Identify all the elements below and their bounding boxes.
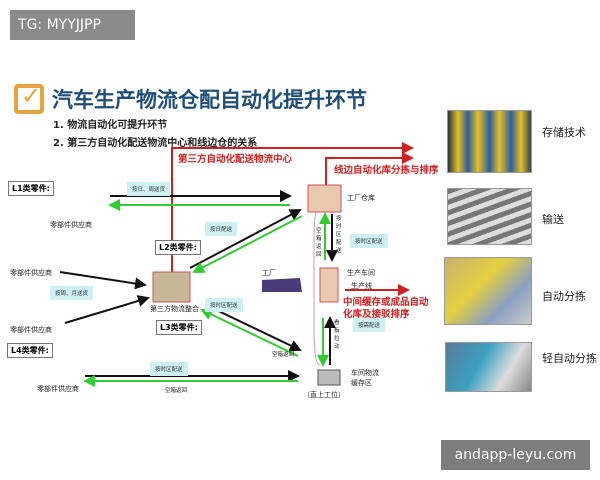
part-class-l2: L2类零件: [155,240,201,255]
tag-label: 按时区配送 [350,234,388,248]
node-workshop: 生产车间 [347,269,375,277]
tag-label: 按时区配送 [205,298,243,312]
tag-label: 按需配送 [353,318,386,332]
tag-label: 按周、月送货 [50,286,94,300]
conveyor-image [447,188,532,245]
tag-label: 看板拉动 [334,320,340,350]
storage-image [447,110,532,173]
label-third-party-center: 第三方自动化配送物流中心 [178,154,293,165]
point-2: 2. 第三方自动化配送物流中心和线边仓的关系 [53,138,258,149]
point-1: 1. 物流自动化可提升环节 [53,120,168,131]
supplier-label: 零部件供应商 [50,221,92,229]
page-title: 汽车生产物流仓配自动化提升环节 [52,88,367,112]
light-sorting-image [445,342,532,392]
node-station: （直上工位） [303,391,345,399]
gallery-label: 自动分拣 [542,290,586,303]
part-class-l1: L1类零件: [8,181,54,196]
watermark-url: andapp-leyu.com [441,440,590,470]
gallery-label: 存储技术 [542,126,586,139]
label-buffer-1: 中间缓存或成品自动 [343,297,429,308]
auto-sorting-image [444,257,532,325]
tag-label: 按日、周送货 [127,182,171,196]
tag-label: 空箱返回 [165,388,188,394]
node-third-party: 第三方物流整合 [150,305,199,313]
watermark-tag: TG: MYYJJPP [10,10,135,40]
node-line: 生产线 [351,282,372,290]
node-buffer: 车间物流缓存区 [351,369,379,387]
checkbox-icon: ✓ [14,82,44,114]
tag-label: 按日配送 [205,222,238,236]
label-buffer-2: 化库及接驳排序 [343,309,410,320]
supplier-label: 零部件供应商 [37,385,79,393]
supplier-label: 零部件供应商 [10,326,52,334]
node-factory: 工厂 [262,269,276,277]
tag-label: 按时区配送 [336,216,342,254]
part-class-l4: L4类零件: [7,343,53,358]
flow-diagram [59,142,414,387]
node-factory-warehouse: 工厂仓库 [347,194,375,202]
gallery-label: 输送 [542,213,564,226]
gallery-label: 轻自动分拣 [542,352,597,365]
tag-label: 空箱返回 [272,352,295,358]
part-class-l3: L3类零件: [156,320,202,335]
tag-label: 按时区配送 [150,362,188,376]
tag-label: 空箱返回 [316,228,322,258]
label-line-side-sorting: 线边自动化库分拣与排序 [334,165,439,176]
supplier-label: 零部件供应商 [10,269,52,277]
